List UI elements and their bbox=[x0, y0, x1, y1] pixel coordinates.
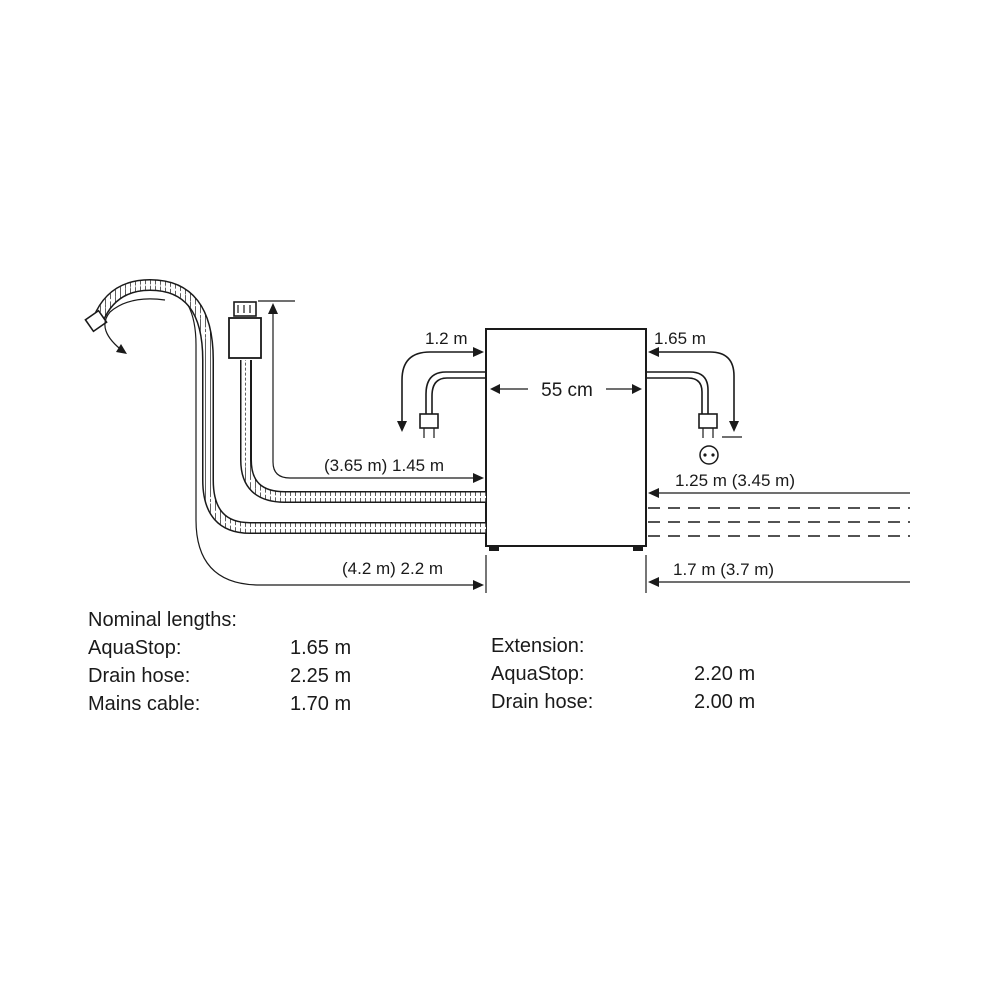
left-plug-icon bbox=[419, 371, 486, 438]
extension-heading: Extension: bbox=[491, 635, 585, 657]
extension-row-value: 2.20 m bbox=[694, 663, 756, 685]
nominal-row: Mains cable: 1.70 m bbox=[88, 690, 508, 718]
right-cable-dimension: 1.65 m bbox=[648, 329, 742, 438]
drain-dimension: (3.65 m) 1.45 m bbox=[258, 300, 484, 483]
nominal-lengths-legend: Nominal lengths: AquaStop: 1.65 m Drain … bbox=[88, 606, 508, 718]
right-mid-label: 1.25 m (3.45 m) bbox=[675, 471, 795, 490]
nominal-row-label: AquaStop: bbox=[88, 637, 182, 659]
right-top-label: 1.65 m bbox=[654, 329, 706, 348]
width-label: 55 cm bbox=[541, 380, 593, 401]
drain-hose bbox=[84, 278, 486, 534]
aquastop-hose bbox=[240, 360, 486, 503]
nominal-row-value: 1.65 m bbox=[290, 637, 352, 659]
socket-icon bbox=[699, 445, 719, 465]
nominal-row: Drain hose: 2.25 m bbox=[88, 662, 508, 690]
right-plug-icon bbox=[646, 371, 718, 438]
drain-label: (3.65 m) 1.45 m bbox=[324, 456, 444, 475]
nominal-row-label: Drain hose: bbox=[88, 665, 191, 687]
nominal-row-value: 1.70 m bbox=[290, 693, 352, 715]
nominal-heading: Nominal lengths: bbox=[88, 609, 237, 631]
installation-diagram: 55 cm 1.2 m 1.65 m bbox=[84, 278, 910, 593]
extension-row-label: Drain hose: bbox=[491, 691, 594, 713]
extension-legend: Extension: AquaStop: 2.20 m Drain hose: … bbox=[491, 632, 911, 716]
extension-row: AquaStop: 2.20 m bbox=[491, 660, 911, 688]
drain-hose-end-icon bbox=[84, 309, 108, 333]
right-mid-dimension: 1.25 m (3.45 m) bbox=[648, 471, 910, 498]
right-bottom-dimension: 1.7 m (3.7 m) bbox=[645, 555, 910, 593]
nominal-row-label: Mains cable: bbox=[88, 693, 201, 715]
aquastop-left-dimension: (4.2 m) 2.2 m bbox=[187, 304, 487, 593]
drain-hose-arrow bbox=[104, 298, 166, 354]
extension-lines bbox=[648, 507, 910, 537]
aquastop-valve-icon bbox=[228, 301, 262, 359]
left-top-label: 1.2 m bbox=[425, 329, 468, 348]
nominal-row-value: 2.25 m bbox=[290, 665, 352, 687]
extension-row-label: AquaStop: bbox=[491, 663, 585, 685]
left-cable-dimension: 1.2 m bbox=[397, 329, 484, 432]
extension-row-value: 2.00 m bbox=[694, 691, 756, 713]
appliance-body bbox=[485, 328, 647, 551]
extension-row: Drain hose: 2.00 m bbox=[491, 688, 911, 716]
width-dimension: 55 cm bbox=[490, 380, 642, 401]
aquastop-left-label: (4.2 m) 2.2 m bbox=[342, 559, 443, 578]
nominal-row: AquaStop: 1.65 m bbox=[88, 634, 508, 662]
right-bottom-label: 1.7 m (3.7 m) bbox=[673, 560, 774, 579]
